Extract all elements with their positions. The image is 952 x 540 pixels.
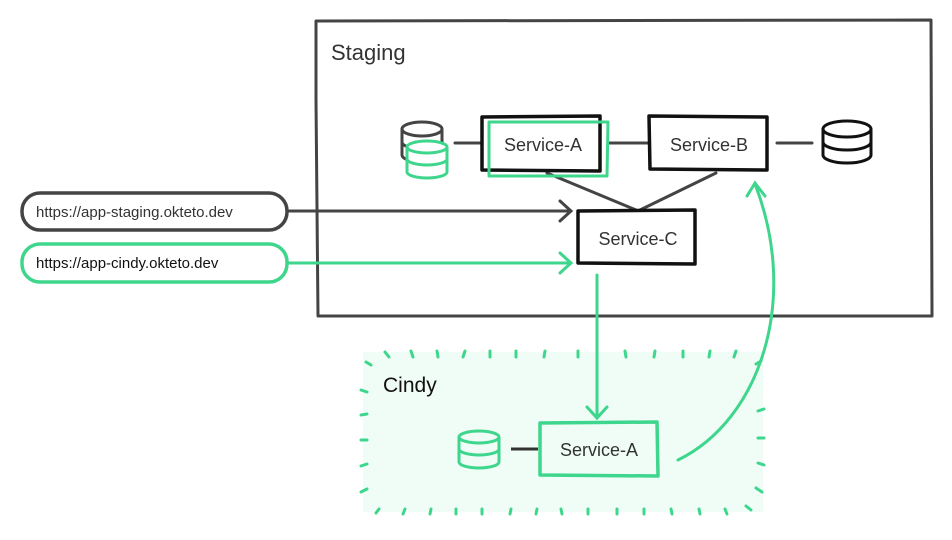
cindy-url-text: https://app-cindy.okteto.dev bbox=[36, 255, 219, 272]
service-a-to-service-c-line bbox=[545, 171, 638, 212]
staging-url-text: https://app-staging.okteto.dev bbox=[36, 204, 233, 221]
cindy-url-arrow bbox=[285, 251, 574, 275]
staging-title: Staging bbox=[331, 40, 406, 65]
service-c-to-cindy-service-a-arrow bbox=[585, 273, 609, 421]
staging-url-arrow bbox=[285, 199, 574, 223]
service-c-label: Service-C bbox=[598, 229, 677, 249]
service-b-to-service-c-line bbox=[638, 171, 718, 212]
database-icon bbox=[405, 139, 449, 180]
staging-url-pill[interactable]: https://app-staging.okteto.dev bbox=[20, 191, 289, 232]
database-icon bbox=[457, 429, 501, 470]
staging-service-c[interactable]: Service-C bbox=[576, 208, 697, 266]
staging-service-b[interactable]: Service-B bbox=[647, 114, 769, 172]
staging-border bbox=[314, 18, 934, 318]
service-b-label: Service-B bbox=[670, 135, 748, 155]
staging-connectors bbox=[453, 141, 814, 212]
cindy-url-pill[interactable]: https://app-cindy.okteto.dev bbox=[20, 242, 289, 284]
staging-namespace: Staging bbox=[314, 18, 934, 318]
database-icon bbox=[821, 119, 873, 165]
cindy-override-highlight bbox=[487, 120, 610, 178]
staging-service-a[interactable]: Service-A bbox=[480, 114, 610, 178]
cindy-service-a-label: Service-A bbox=[560, 440, 638, 460]
cindy-title: Cindy bbox=[383, 374, 437, 397]
service-a-label: Service-A bbox=[504, 135, 582, 155]
cindy-service-a[interactable]: Service-A bbox=[538, 420, 660, 478]
cindy-service-a-to-service-b-arrow bbox=[676, 180, 776, 462]
